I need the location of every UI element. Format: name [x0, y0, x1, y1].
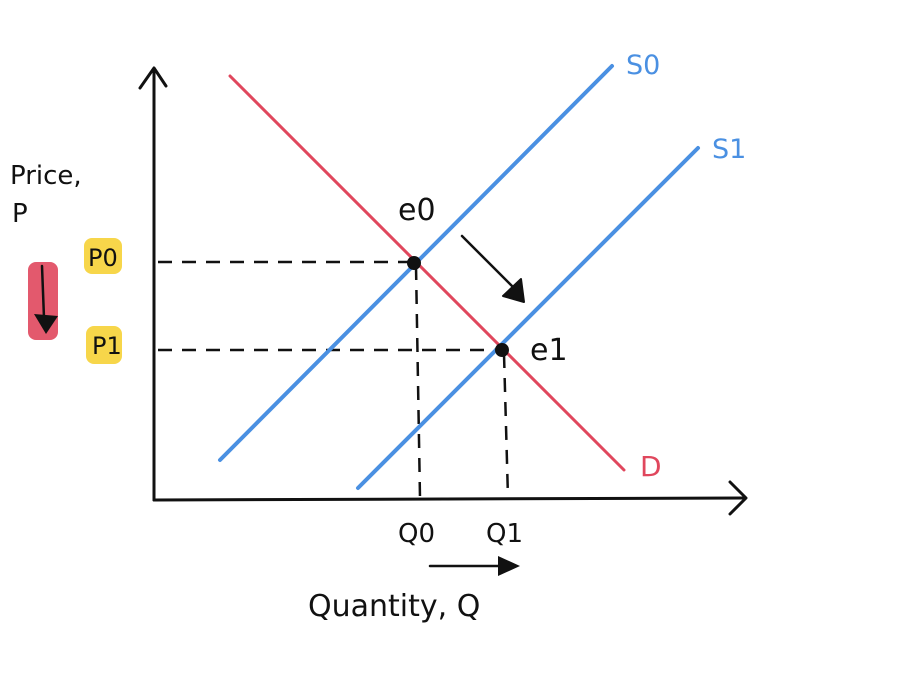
- y-axis-arrowhead: [138, 66, 168, 90]
- quantity-label-q0: Q0: [398, 519, 435, 549]
- arrow-down-icon: [28, 262, 58, 340]
- supply-label-s0: S0: [626, 50, 660, 81]
- arrow-right-icon: [428, 556, 520, 576]
- x-axis-arrowhead: [728, 480, 748, 516]
- quantity-label-q1: Q1: [486, 519, 523, 549]
- price-label-p0: P0: [88, 244, 118, 272]
- y-axis-label-line1: Price,: [10, 161, 82, 191]
- demand-label: D: [640, 450, 662, 483]
- demand-curve: [228, 74, 626, 472]
- price-label-p1: P1: [92, 332, 122, 360]
- supply-label-s1: S1: [712, 134, 746, 165]
- x-axis: [152, 496, 746, 502]
- y-axis-label-line2: P: [12, 199, 28, 229]
- arrow-diagonal-icon: [460, 234, 525, 303]
- guide-lines: [158, 260, 510, 499]
- x-axis-label: Quantity, Q: [308, 589, 480, 624]
- p1-highlight: [86, 326, 122, 364]
- supply-curve-s1: [356, 146, 700, 490]
- equilibrium-label-e1: e1: [530, 333, 568, 368]
- equilibrium-point-e0: [407, 256, 421, 270]
- equilibrium-label-e0: e0: [398, 193, 436, 228]
- p0-highlight: [84, 238, 122, 274]
- axes: [138, 66, 748, 516]
- q1-guide: [502, 353, 510, 499]
- equilibrium-point-e1: [495, 343, 509, 357]
- q0-guide: [414, 265, 422, 499]
